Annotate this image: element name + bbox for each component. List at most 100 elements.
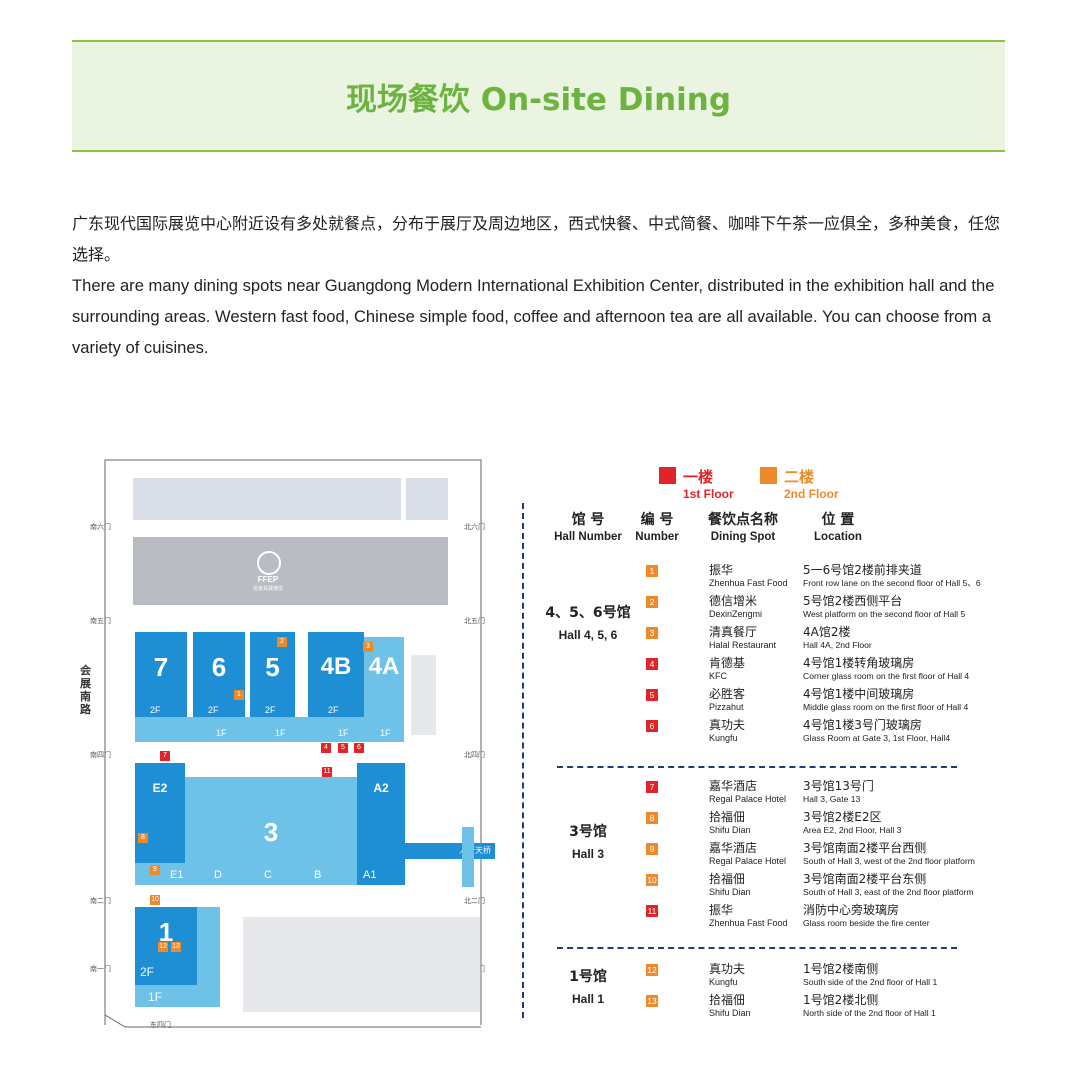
group-divider-1 — [557, 766, 957, 768]
spot-name-en: Zhenhua Fast Food — [709, 578, 788, 588]
spot-location-en: South of Hall 3, east of the 2nd floor p… — [803, 887, 974, 897]
spot-name-en: Shifu Dian — [709, 887, 751, 897]
spot-5-marker[interactable]: 5 — [338, 743, 348, 753]
intro-en: There are many dining spots near Guangdo… — [72, 276, 995, 357]
page-title: 现场餐饮 On-site Dining — [345, 81, 732, 118]
hall-4b-2f: 2F — [328, 705, 339, 715]
spot-location-en: South of Hall 3, west of the 2nd floor p… — [803, 856, 975, 866]
gate-n2: 北二门 — [464, 897, 485, 905]
spot-11-marker[interactable]: 11 — [322, 767, 332, 777]
spot-number: 5 — [646, 689, 658, 701]
hall-4b-1f: 1F — [338, 728, 349, 738]
hall-3: 3 — [185, 777, 357, 885]
spot-3-marker[interactable]: 3 — [363, 642, 373, 652]
ffep-logo-text: FFEP — [257, 575, 279, 584]
spot-location-zh: 1号馆2楼南侧 — [803, 962, 879, 976]
spot-9-marker[interactable]: 9 — [150, 865, 160, 875]
header-dining-spot: 餐饮点名称 Dining Spot — [697, 512, 789, 546]
spot-name-en: Regal Palace Hotel — [709, 794, 787, 804]
spot-8-marker[interactable]: 8 — [138, 833, 148, 843]
spot-6-marker[interactable]: 6 — [354, 743, 364, 753]
spot-name-zh: 真功夫 — [709, 718, 746, 732]
group-hall-456: 4、5、6号馆 Hall 4, 5, 6 — [545, 602, 631, 646]
header-number-en: Number — [635, 531, 679, 543]
spot-2-marker[interactable]: 2 — [277, 637, 287, 647]
spot-location-zh: 3号馆2楼E2区 — [803, 810, 882, 824]
spot-location-en: North side of the 2nd floor of Hall 1 — [803, 1008, 936, 1018]
spot-location-zh: 消防中心旁玻璃房 — [803, 903, 900, 917]
bridge-stairs — [462, 827, 474, 887]
hall-6-1f: 1F — [216, 728, 227, 738]
gate-s6: 南六门 — [90, 523, 111, 531]
spot-number: 12 — [646, 964, 658, 976]
table-divider-vertical — [522, 503, 524, 1018]
spot-location-en: Area E2, 2nd Floor, Hall 3 — [803, 825, 902, 835]
spot-name-zh: 真功夫 — [709, 962, 746, 976]
spot-name-en: Zhenhua Fast Food — [709, 918, 788, 928]
spot-1-marker[interactable]: 1 — [234, 690, 244, 700]
floor2-swatch — [760, 467, 777, 484]
gate-n6: 北六门 — [464, 523, 485, 531]
spot-number: 13 — [646, 995, 658, 1007]
spot-name-zh: 清真餐厅 — [709, 625, 758, 639]
spot-name-zh: 拾福佃 — [709, 993, 746, 1007]
gate-s2: 南二门 — [90, 897, 111, 905]
spot-location-en: Front row lane on the second floor of Ha… — [803, 578, 981, 588]
hall-1-2f: 2F — [140, 965, 155, 979]
halls-1f-strip — [135, 717, 400, 742]
spot-number: 1 — [646, 565, 658, 577]
floor2-zh: 二楼 — [784, 468, 815, 486]
spot-name-zh: 嘉华酒店 — [709, 779, 758, 793]
floor1-legend: 一楼 1st Floor — [683, 466, 734, 501]
spot-7-marker[interactable]: 7 — [160, 751, 170, 761]
spot-location-en: Glass Room at Gate 3, 1st Floor, Hall4 — [803, 733, 951, 743]
spot-location-en: Hall 3, Gate 13 — [803, 794, 861, 804]
hall-e2: E2 — [135, 763, 185, 863]
hall-1-1f: 1F — [148, 990, 163, 1004]
header-location-en: Location — [814, 531, 862, 543]
hall-5: 5 — [250, 632, 295, 717]
gate-s1: 南一门 — [90, 965, 111, 973]
group-divider-2 — [557, 947, 957, 949]
ffep-building: FFEP 名家具展博览 — [133, 537, 448, 605]
e1-block — [135, 863, 185, 885]
header-hall-number-en: Hall Number — [554, 531, 622, 543]
floor2-en: 2nd Floor — [784, 487, 839, 501]
spot-location-en: Glass room beside the fire center — [803, 918, 930, 928]
spot-13-marker[interactable]: 13 — [171, 942, 181, 952]
spot-number: 10 — [646, 874, 658, 886]
spot-4-marker[interactable]: 4 — [321, 743, 331, 753]
spot-location-en: Hall 4A, 2nd Floor — [803, 640, 872, 650]
venue-map: FFEP 名家具展博览 会展南路 南六门 北六门 南五门 北五门 南四门 北四门… — [78, 455, 508, 1040]
group-hall-1: 1号馆 Hall 1 — [545, 966, 631, 1010]
spot-name-zh: 振华 — [709, 903, 734, 917]
spot-12-marker[interactable]: 12 — [158, 942, 168, 952]
spot-name-en: DexinZengmi — [709, 609, 763, 619]
south-building — [243, 917, 480, 1012]
group-hall-456-en: Hall 4, 5, 6 — [558, 628, 618, 642]
intro-zh: 广东现代国际展览中心附近设有多处就餐点，分布于展厅及周边地区，西式快餐、中式简餐… — [72, 214, 1001, 264]
floor2-legend: 二楼 2nd Floor — [784, 466, 839, 501]
group-hall-456-zh: 4、5、6号馆 — [545, 605, 631, 621]
spot-10-marker[interactable]: 10 — [150, 895, 160, 905]
spot-number: 9 — [646, 843, 658, 855]
